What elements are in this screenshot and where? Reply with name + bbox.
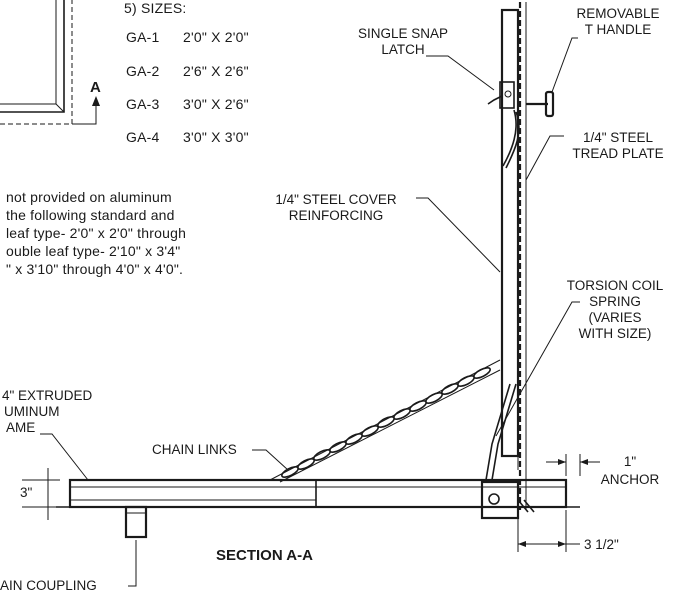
label-anchor: 1" ANCHOR — [600, 454, 660, 487]
label-dim-3: 3" — [20, 485, 33, 500]
leader-lines — [40, 37, 580, 587]
size-dim-1: 2'0" X 2'0" — [183, 29, 249, 45]
size-code-4: GA-4 — [126, 129, 160, 145]
section-marker: A — [90, 79, 101, 96]
note-line-4: ouble leaf type- 2'10" x 3'4" — [6, 243, 181, 259]
size-dim-2: 2'6" X 2'6" — [183, 63, 249, 79]
chain — [269, 359, 501, 483]
size-code-2: GA-2 — [126, 63, 160, 79]
section-title: SECTION A-A — [216, 547, 313, 564]
torsion-spring — [485, 383, 517, 481]
label-single-snap-latch: SINGLE SNAP LATCH — [357, 26, 449, 57]
size-code-3: GA-3 — [126, 96, 160, 112]
sizes-heading: 5) SIZES: — [124, 0, 187, 16]
dim-anchor — [546, 454, 600, 476]
note-line-5: " x 3'10" through 4'0" x 4'0". — [6, 261, 184, 277]
plan-view — [0, 0, 100, 125]
label-torsion-spring: TORSION COIL SPRING (VARIES WITH SIZE) — [566, 278, 664, 341]
section-arrow — [92, 96, 100, 106]
label-tread-plate: 1/4" STEEL TREAD PLATE — [572, 130, 664, 161]
dim-3-half — [517, 510, 580, 552]
note-line-1: not provided on aluminum — [6, 189, 172, 205]
vertical-cover — [500, 2, 527, 510]
label-drain-coupling: AIN COUPLING — [0, 578, 97, 593]
note-line-2: the following standard and — [6, 207, 175, 223]
snap-latch — [487, 81, 520, 169]
t-handle — [526, 90, 555, 118]
note-line-3: leaf type- 2'0" x 2'0" through — [6, 225, 187, 241]
size-code-1: GA-1 — [126, 29, 160, 45]
label-chain-links: CHAIN LINKS — [152, 442, 237, 457]
label-cover-reinforcing: 1/4" STEEL COVER REINFORCING — [275, 192, 397, 223]
drain-coupling-shape — [124, 505, 148, 539]
size-dim-4: 3'0" X 3'0" — [183, 129, 249, 145]
size-dim-3: 3'0" X 2'6" — [183, 96, 249, 112]
frame-base — [56, 478, 580, 509]
label-dim-3-half: 3 1/2" — [584, 537, 619, 552]
label-removable-handle: REMOVABLE T HANDLE — [576, 6, 660, 37]
dim-3-inch — [22, 468, 60, 520]
label-extruded-frame: 4" EXTRUDED UMINUM AME — [2, 388, 93, 435]
